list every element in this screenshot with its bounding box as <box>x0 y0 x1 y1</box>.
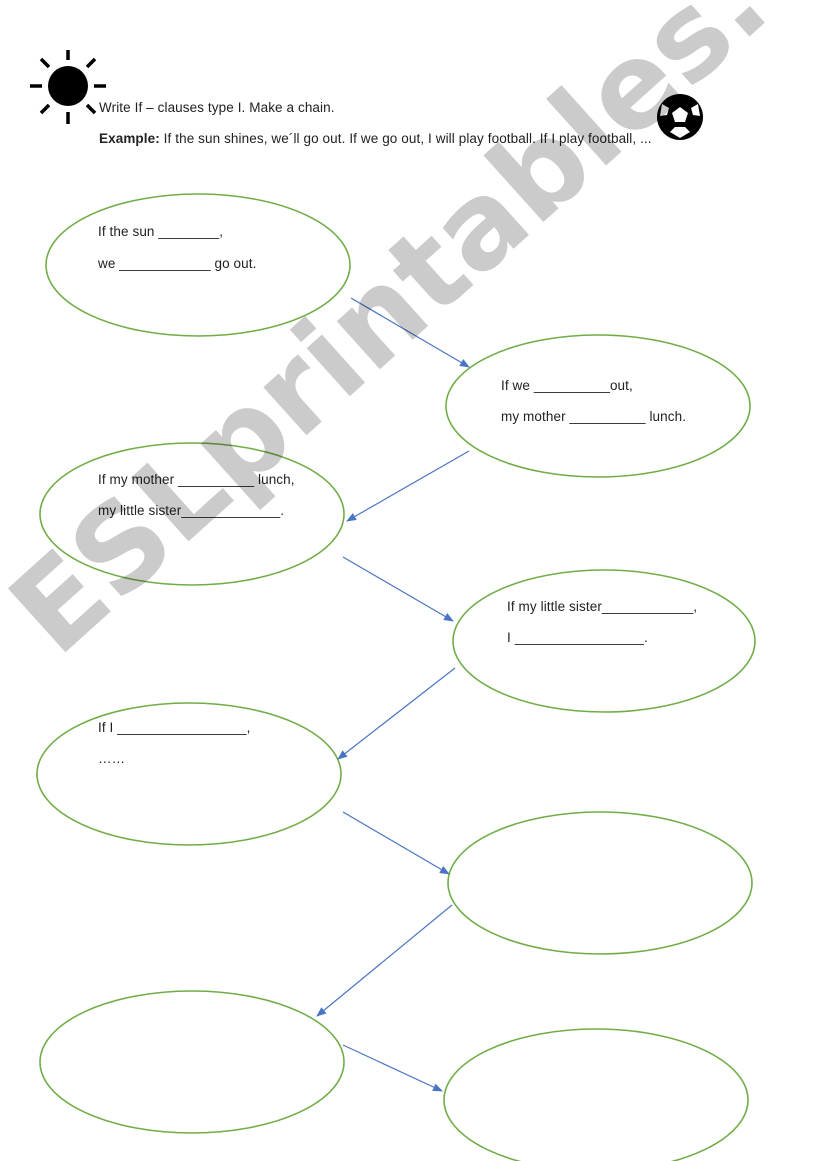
bubble-2-line-2: my mother __________ lunch. <box>501 409 687 424</box>
chain-bubble-6 <box>447 811 753 955</box>
example-line: Example: If the sun shines, we´ll go out… <box>99 131 652 146</box>
bubble-1-line-1: If the sun ________, <box>98 224 224 239</box>
bubble-1-line-2: we ____________ go out. <box>98 256 257 271</box>
bubble-3-line-1: If my mother __________ lunch, <box>98 472 295 487</box>
chain-arrow-2 <box>346 450 470 522</box>
chain-bubble-5 <box>36 702 342 846</box>
chain-arrow-4 <box>337 667 456 760</box>
example-text: If the sun shines, we´ll go out. If we g… <box>159 131 652 146</box>
chain-bubble-1 <box>45 193 351 337</box>
chain-arrow-1 <box>350 297 470 368</box>
chain-bubble-4 <box>452 569 756 713</box>
bubble-4-line-2: I _________________. <box>507 630 648 645</box>
chain-arrow-6 <box>316 904 453 1017</box>
chain-arrow-5 <box>342 811 450 875</box>
chain-arrow-3 <box>342 556 454 622</box>
bubble-3-line-2: my little sister_____________. <box>98 503 285 518</box>
chain-bubble-8 <box>443 1028 749 1161</box>
chain-bubble-3 <box>39 442 345 586</box>
chain-bubble-2 <box>445 334 751 478</box>
instruction-text: Write If – clauses type I. Make a chain. <box>99 100 335 115</box>
chain-arrow-7 <box>342 1044 443 1092</box>
bubble-4-line-1: If my little sister____________, <box>507 599 698 614</box>
example-label: Example: <box>99 131 160 146</box>
bubble-5-line-2: …… <box>98 751 126 766</box>
bubble-5-line-1: If I _________________, <box>98 720 251 735</box>
bubble-2-line-1: If we __________out, <box>501 378 633 393</box>
chain-bubble-7 <box>39 990 345 1134</box>
football-icon <box>657 94 703 140</box>
sun-icon <box>30 50 106 124</box>
